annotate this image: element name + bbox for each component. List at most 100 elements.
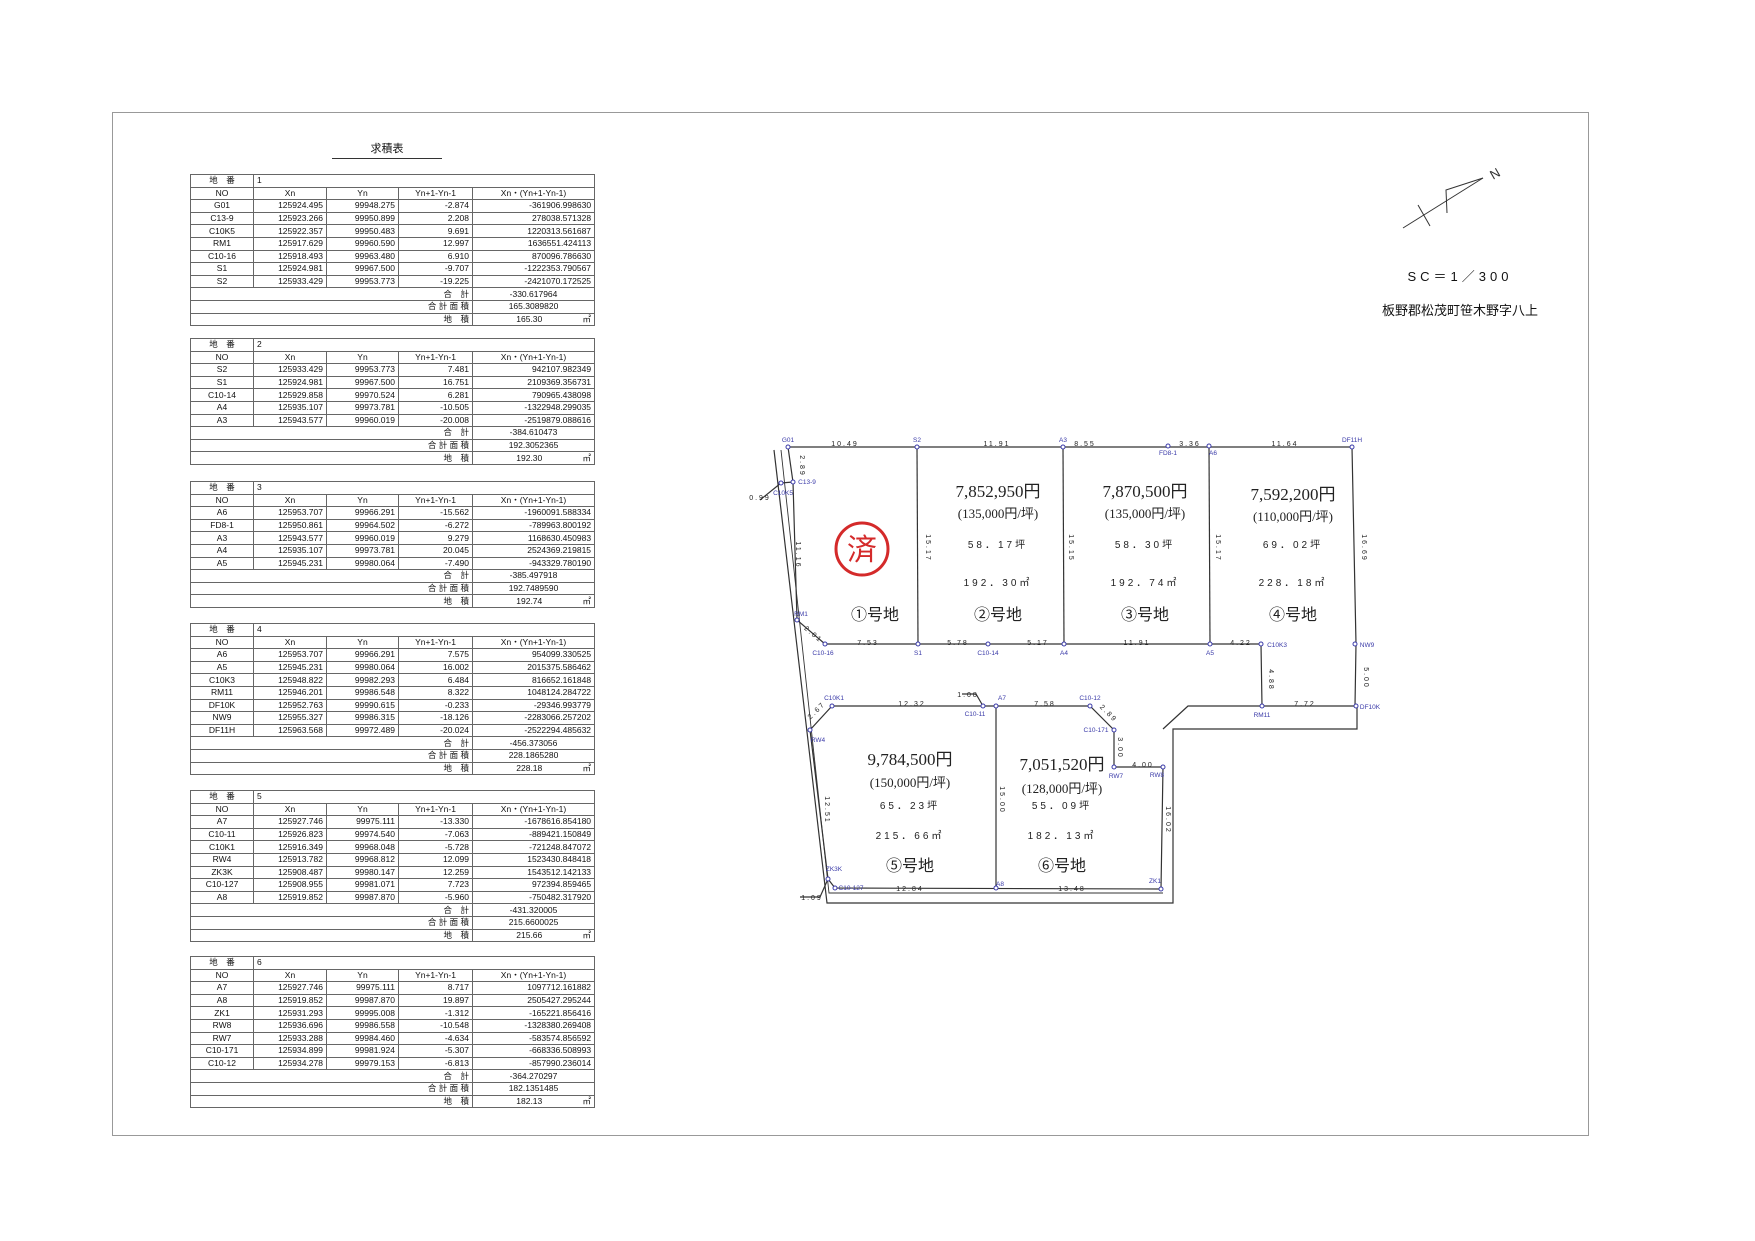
north-arrow-shaft	[1402, 177, 1484, 229]
dimension-label: 5.00	[1362, 667, 1369, 689]
lot-tsubo: 58．30坪	[1115, 538, 1175, 551]
dimension-label: 3.00	[1116, 737, 1123, 759]
survey-point-marker	[1061, 641, 1067, 647]
survey-point-label: C10K3	[1267, 642, 1287, 649]
lot-sqm: 182．13㎡	[1028, 830, 1097, 842]
dimension-label: 2.89	[798, 455, 805, 477]
lot-tsubo: 69．02坪	[1263, 538, 1323, 551]
dimension-label: 16.69	[1360, 534, 1367, 562]
survey-point-label: RM11	[1254, 712, 1271, 719]
double-area-value: 192.3052365	[471, 438, 596, 453]
lot-tsubo: 65．23坪	[880, 799, 940, 812]
north-arrow: N	[1402, 165, 1503, 229]
table-cell: -668336.508993	[471, 1044, 596, 1058]
survey-point-label: FD8-1	[1159, 450, 1177, 457]
lot-divider	[916, 446, 919, 645]
survey-point-marker	[1259, 703, 1265, 709]
survey-point-marker	[993, 885, 999, 891]
area-unit: ㎡	[582, 1095, 592, 1106]
survey-point-marker	[825, 876, 831, 882]
survey-point-marker	[1165, 443, 1171, 449]
area-unit: ㎡	[582, 452, 592, 463]
survey-point-marker	[993, 703, 999, 709]
dimension-label: 3.36	[1179, 441, 1201, 448]
lot-unit-price: (135,000円/坪)	[958, 506, 1039, 521]
lower-block-line	[809, 705, 1164, 890]
dimension-label: 13.48	[1058, 886, 1086, 893]
dimension-label: 8.55	[1074, 441, 1096, 448]
lot-unit-price: (150,000円/坪)	[870, 775, 951, 790]
survey-point-marker	[1353, 703, 1359, 709]
dimension-label: 10.49	[831, 441, 859, 448]
area-label: 地 積	[190, 312, 473, 327]
dimension-label: 16.02	[1164, 806, 1171, 834]
survey-point-label: C10-127	[839, 885, 864, 892]
lot-price: 7,051,520円	[1020, 755, 1105, 774]
survey-point-marker	[1111, 727, 1117, 733]
survey-point-marker	[1060, 444, 1066, 450]
survey-point-label: DF11H	[1342, 437, 1362, 444]
dimension-label: 1.09	[801, 895, 823, 902]
north-arrow-tick	[1417, 204, 1431, 227]
dimension-label: 7.72	[1294, 701, 1316, 708]
dimension-label: 15.17	[1214, 534, 1221, 562]
lot-labels: 済①号地7,852,950円(135,000円/坪)58．17坪192．30㎡②…	[834, 482, 1336, 875]
dimension-label: 0.99	[749, 495, 771, 502]
lot-sqm: 215．66㎡	[876, 830, 945, 842]
survey-point-marker	[785, 444, 791, 450]
dimension-label: 7.58	[1034, 701, 1056, 708]
lot-price: 7,592,200円	[1251, 485, 1336, 504]
lot-label: ③号地	[1121, 606, 1169, 624]
survey-point-marker	[1087, 703, 1093, 709]
lot-label: ⑤号地	[886, 857, 934, 875]
survey-point-marker	[807, 727, 813, 733]
survey-point-label: C10-14	[977, 650, 999, 657]
area-value: 192.30	[516, 452, 543, 463]
dimension-label: 1.08	[957, 692, 979, 699]
survey-point-marker	[1352, 641, 1358, 647]
lot-unit-price: (135,000円/坪)	[1105, 506, 1186, 521]
lot-tsubo: 58．17坪	[968, 538, 1028, 551]
survey-point-label: C10-16	[812, 650, 834, 657]
dimension-label: 12.84	[896, 886, 924, 893]
area-label: 地 積	[190, 594, 473, 608]
road-inner-line	[780, 449, 1163, 894]
survey-point-label: C13-9	[798, 479, 816, 486]
area-label: 地 積	[190, 1094, 473, 1109]
survey-point-label: S1	[914, 650, 922, 657]
survey-point-marker	[1111, 764, 1117, 770]
survey-point-label: C10-171	[1084, 727, 1109, 734]
survey-point-marker	[829, 703, 835, 709]
dimension-label: 11.91	[984, 441, 1011, 448]
survey-point-marker	[790, 479, 796, 485]
road-corner-line	[1162, 705, 1262, 730]
dimension-label: 11.16	[794, 542, 801, 569]
survey-point-label: RM1	[794, 611, 808, 618]
lot-divider	[759, 482, 782, 501]
area-value: 165.30	[516, 313, 543, 324]
dimension-label: 11.91	[1124, 640, 1151, 647]
survey-point-label: A6	[1209, 450, 1217, 457]
area-unit: ㎡	[582, 313, 592, 324]
survey-point-marker	[985, 641, 991, 647]
survey-point-label: A7	[998, 695, 1006, 702]
dimension-label: 5.17	[1027, 640, 1049, 647]
dimension-label: 12.32	[898, 701, 926, 708]
lot-price: 9,784,500円	[868, 750, 953, 769]
dimension-label: 5.78	[947, 640, 969, 647]
area-unit: ㎡	[582, 595, 592, 606]
